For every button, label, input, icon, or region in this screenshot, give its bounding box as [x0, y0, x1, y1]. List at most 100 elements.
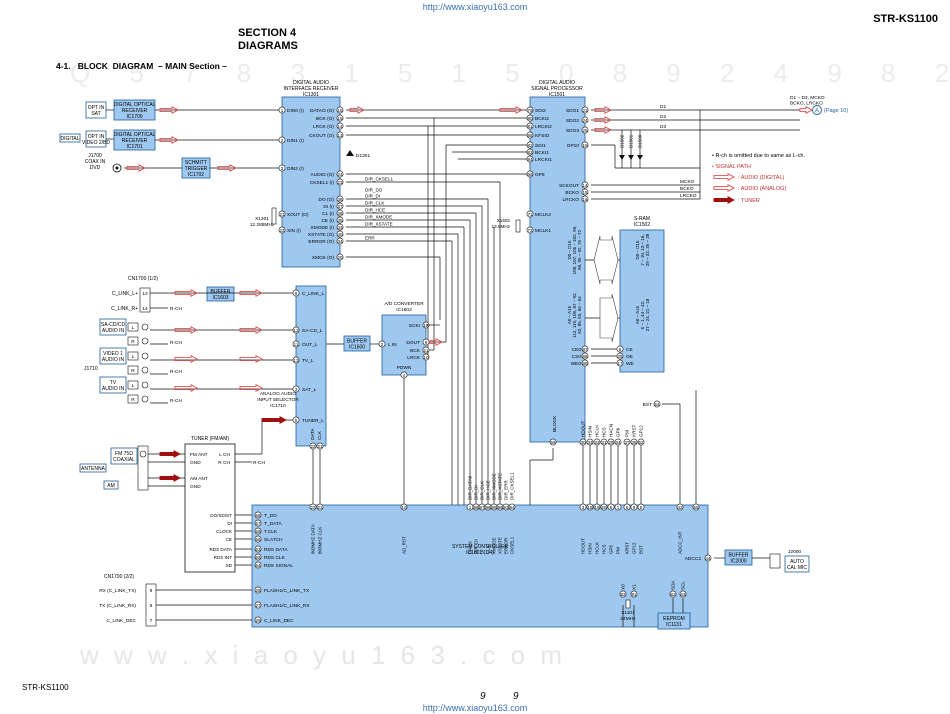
ic1602-pin-9-num: 9: [425, 340, 428, 345]
ic1501-rpin-23: [581, 106, 589, 114]
ic1131-box: [657, 612, 691, 630]
ic1501-lpin-label: BCKI2: [535, 116, 549, 122]
ic1301-rpin-label: LRCK (O): [313, 124, 334, 130]
ic1301-rpin-20: [336, 253, 344, 261]
ic1501-lpin-label: LRCKI2: [535, 124, 552, 130]
ic1601-lpin-27: [254, 601, 262, 609]
ic1601-tpin-8-num: 8: [640, 505, 643, 510]
ic1601-tpin-98-num: 98: [473, 505, 479, 510]
ic1301-rpin-24: [336, 170, 344, 178]
jack-R-letter: R: [131, 397, 135, 403]
jack-tv-R: [127, 394, 139, 404]
ic1501-lpin-82-num: 82: [527, 143, 533, 148]
ic1301-rpin-label: BCK (O): [316, 116, 335, 122]
data-bus-arrow: [593, 235, 619, 285]
ic1501-lpin-72: [526, 226, 534, 234]
ic1301-net-ERR: ERR: [365, 236, 375, 241]
ic1501-bottom-label: HACN: [609, 424, 614, 437]
ic1710-dc-pin: [309, 442, 317, 450]
arrow-sdo1: [594, 106, 612, 114]
ic1301-rpin-34-num: 34: [337, 239, 343, 244]
ic1501-lpin-68: [526, 170, 534, 178]
ic1601-top-label: HCS: [602, 544, 607, 554]
arrow-sdi2: [499, 106, 523, 114]
ic1501-lpin-79-num: 79: [527, 108, 533, 113]
ic1501-bpin-29-num: 29: [608, 440, 614, 445]
sram-ctrl-28: [616, 352, 624, 360]
ic1501-bpin-37-num: 37: [624, 440, 630, 445]
ic1501-bpin-31: [600, 438, 608, 446]
url-bottom[interactable]: http://www.xiaoyu163.com: [423, 703, 528, 713]
legend-arrow-digital: [713, 173, 735, 181]
ic1501-ctrl-87: [581, 345, 589, 353]
arrow-sacd-1: [174, 326, 198, 334]
ic1301-rpin-label: DATAO (O): [310, 108, 334, 114]
digital-label-label: DIGITAL: [60, 136, 79, 142]
ic1301-rpin-37: [336, 202, 344, 210]
ic1301-rpin-label: CL (I): [322, 211, 334, 217]
ic1601-lpin-label: T.CLK: [264, 529, 278, 535]
ic1501-bottom-label: GP6: [616, 427, 621, 437]
ic1601-lpin-label: RDS SIGNAL: [264, 563, 293, 569]
dir-bus-DIR_XSTATE: DIR_XSTATE: [498, 473, 503, 500]
ic1301-rpin-label: DI (I): [323, 204, 334, 210]
antenna-label-label: ANTENNA: [81, 466, 106, 472]
ic1501-bpin-33: [586, 438, 594, 446]
jack-L-letter: L: [132, 354, 135, 360]
rca-R: [141, 366, 149, 374]
arrow-adc-dout: [429, 338, 443, 346]
dir-bus-DIR_DI: DIR_DI: [474, 485, 479, 500]
ic1601-top-label: HSIN: [588, 543, 593, 554]
ic1602-pin-2: [378, 340, 386, 348]
block-diagram-subtitle: 4-1. BLOCK DIAGRAM – MAIN Section –: [56, 61, 227, 71]
ic1501-bottom-label: PM: [625, 430, 630, 437]
ic1601-bottom-label: X0: [621, 584, 626, 590]
ic1601-tpin-19: [593, 503, 601, 511]
ic1710-pin-5: [292, 416, 300, 424]
clink-l-label: C_LINK_L+: [112, 291, 138, 297]
clink-r-label: C_LINK_R+: [111, 306, 138, 312]
j2000-jack: [769, 553, 781, 569]
ic1501-lpin-83: [526, 148, 534, 156]
arrow-fm: [159, 450, 181, 458]
arrow-clink2: [239, 289, 263, 297]
ic1501-lpin-84-num: 84: [527, 157, 533, 162]
cn1700-2-pin: 8: [150, 603, 153, 609]
ic1601-tpin-10-num: 10: [401, 505, 407, 510]
ic1601-lpin-label: C_LINK_DEC: [264, 618, 294, 624]
sram-addr-right: A0 – A155 – 1, 44 – 42,27 – 24, 21 – 18: [635, 298, 650, 331]
ic1501-lpin-80-num: 80: [527, 116, 533, 121]
ic1601-tpin-42: [676, 503, 684, 511]
ic1601-lpin-label: FLASH1/C_LINK_RX: [264, 603, 310, 609]
ic1501-rpin-14-num: 14: [582, 183, 588, 188]
sram-ctrl-label: CE: [626, 347, 633, 353]
ic1501-rpin-label: SDO1: [566, 108, 579, 114]
tuner-pin-3: CE: [226, 537, 232, 542]
ic1601-tpin-99-num: 99: [497, 505, 503, 510]
ic1301-rpin-40: [336, 230, 344, 238]
dir-bus-DIR_CKSEL1: DIR_CKSEL1: [510, 472, 515, 500]
ic1501-block-pin-num: 56: [550, 440, 556, 445]
url-top[interactable]: http://www.xiaoyu163.com: [423, 2, 528, 12]
ic1602-pin-4-num: 4: [403, 373, 406, 378]
ic1710-pin-11: [292, 340, 300, 348]
ic1601-lpin-65: [254, 553, 262, 561]
ic1601-lpin-66-num: 66: [255, 537, 261, 542]
ic1601-tpin-20: [600, 503, 608, 511]
ic1501-bottom-label: HCS: [602, 427, 607, 437]
x1502-crystal: [515, 219, 521, 233]
sram-bus-right: D0 – D157 – 10, 13 – 16,29 – 32, 35 – 38: [635, 233, 650, 266]
ic1601-bottom-label: X1: [632, 584, 637, 590]
arrow-video1-2: [239, 355, 263, 363]
ic1601-bpin-62-num: 62: [670, 592, 676, 597]
ic1601-lpin-67-num: 67: [255, 521, 261, 526]
ic1301-rpin-33-num: 33: [337, 225, 343, 230]
sram-block: [619, 229, 665, 373]
ic1601-bpin-92: [619, 590, 627, 598]
